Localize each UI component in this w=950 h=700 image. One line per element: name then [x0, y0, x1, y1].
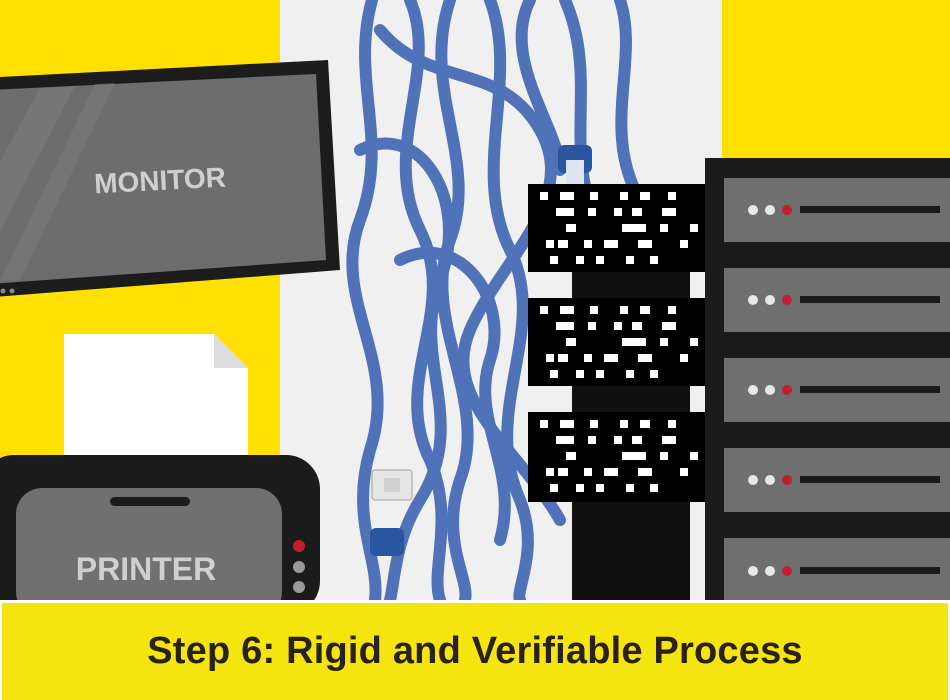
server-unit-5 [724, 538, 950, 600]
network-switch-icon [528, 184, 718, 600]
caption-bar: Step 6: Rigid and Verifiable Process [0, 600, 950, 700]
cable-connector-bottom [370, 469, 413, 556]
caption-title: Step 6: Rigid and Verifiable Process [147, 630, 803, 672]
server-unit-3 [724, 358, 950, 422]
monitor-label: MONITOR [93, 162, 226, 200]
network-illustration: MONITOR PRINTER [0, 0, 950, 600]
server-rack-icon [705, 158, 950, 600]
printer-icon: PRINTER [0, 455, 320, 600]
server-unit-4 [724, 448, 950, 512]
server-unit-2 [724, 268, 950, 332]
switch-unit-3 [528, 412, 718, 502]
printer-label: PRINTER [76, 551, 216, 587]
monitor-icon: MONITOR [0, 60, 340, 297]
switch-unit-1 [528, 184, 718, 272]
cable-connector-top [558, 145, 592, 186]
paper-sheet-icon [64, 334, 248, 470]
server-unit-1 [724, 178, 950, 242]
switch-unit-2 [528, 298, 718, 386]
